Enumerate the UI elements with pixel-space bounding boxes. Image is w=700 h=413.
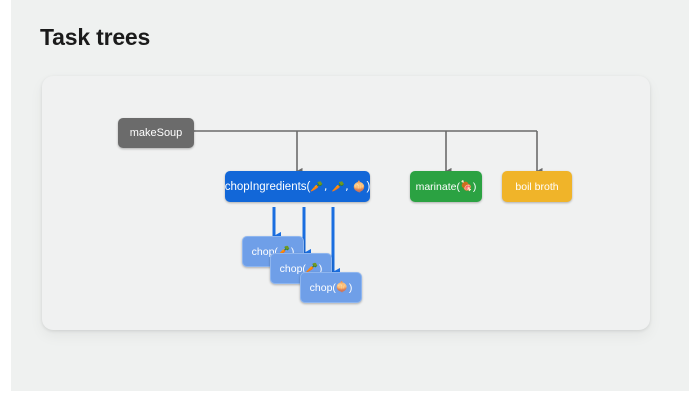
node-marinate-label-suffix: ) [472,180,477,193]
node-chop-3[interactable]: chop(🧅) [300,272,362,303]
node-chop-2-args: 🥕 [305,263,319,274]
node-boil-broth[interactable]: boil broth [502,171,572,202]
node-chop-ingredients-label: chopIngredients( [224,180,311,193]
node-make-soup-label: makeSoup [129,127,183,139]
node-make-soup[interactable]: makeSoup [118,118,194,148]
node-chop-2-label-suffix: ) [318,262,323,275]
node-boil-broth-label: boil broth [515,180,559,193]
node-chop-ingredients-args: 🥕, 🥕, 🧅 [310,181,367,193]
page-title: Task trees [40,24,151,50]
node-chop-3-label: chop( [309,281,336,294]
node-chop-2-label: chop( [279,262,306,275]
node-chop-3-args: 🧅 [335,282,349,293]
node-chop-1-args: 🥕 [277,246,291,257]
task-tree-edges [194,130,543,277]
node-chop-1-label-suffix: ) [290,245,295,258]
node-marinate-label: marinate( [415,180,460,193]
node-chop-3-label-suffix: ) [348,281,353,294]
node-chop-ingredients[interactable]: chopIngredients(🥕, 🥕, 🧅) [225,171,370,202]
node-marinate[interactable]: marinate(🍖) [410,171,482,202]
task-tree-card: makeSoup chopIngredients(🥕, 🥕, 🧅) marina… [42,76,650,330]
node-marinate-args: 🍖 [459,181,473,192]
node-chop-ingredients-label-suffix: ) [366,180,371,193]
